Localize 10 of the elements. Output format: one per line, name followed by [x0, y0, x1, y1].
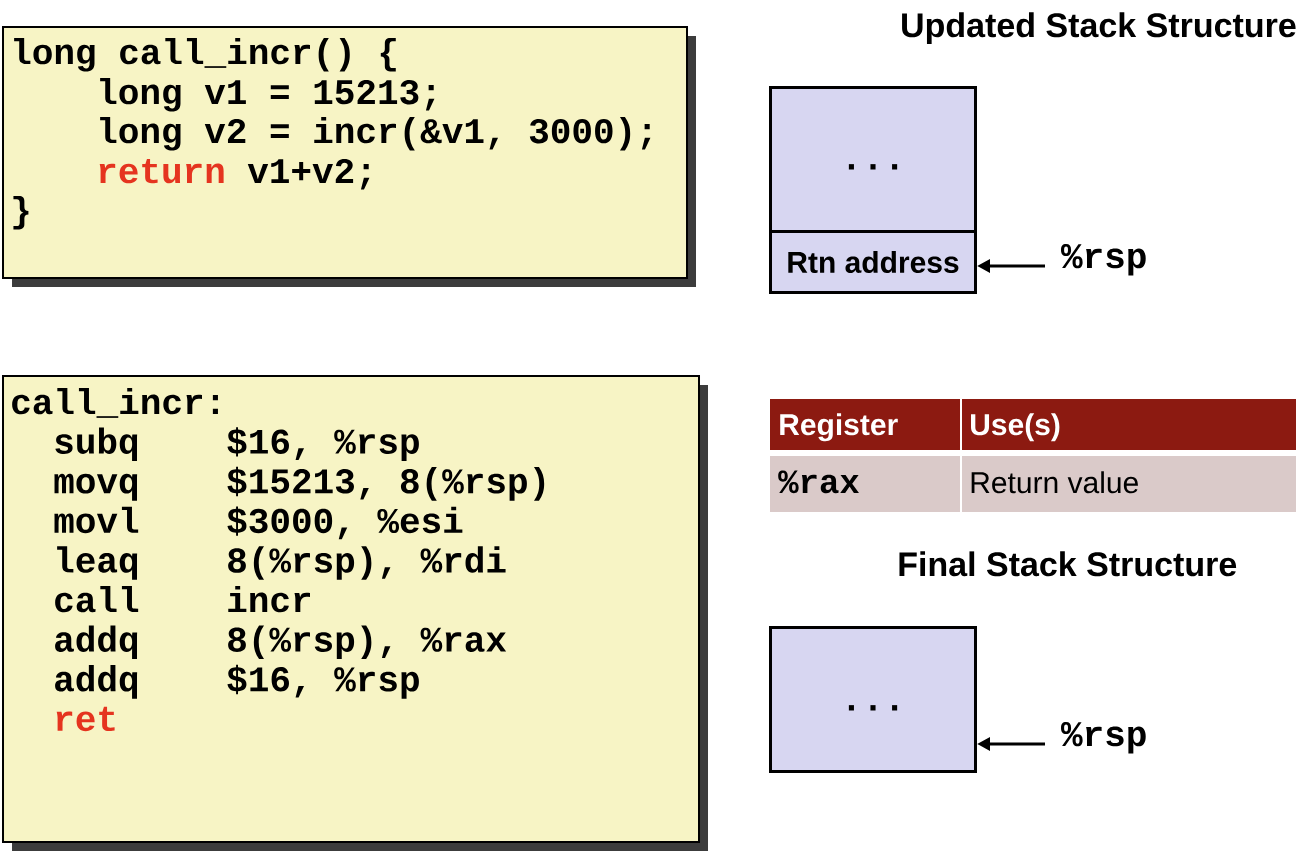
heading: Updated Stack Structure	[902, 12, 1296, 45]
stack-cell: Rtn address	[769, 230, 977, 294]
table-cell: Return value	[962, 456, 1296, 512]
register-label: %rsp	[1061, 722, 1146, 754]
register-label: %rsp	[1061, 244, 1146, 276]
table-cell: %rax	[770, 456, 960, 512]
table-header-cell: Use(s)	[962, 399, 1296, 450]
stack-cell: ...	[769, 626, 977, 773]
table-header-cell: Register	[770, 399, 960, 450]
heading: Final Stack Structure	[899, 551, 1237, 577]
